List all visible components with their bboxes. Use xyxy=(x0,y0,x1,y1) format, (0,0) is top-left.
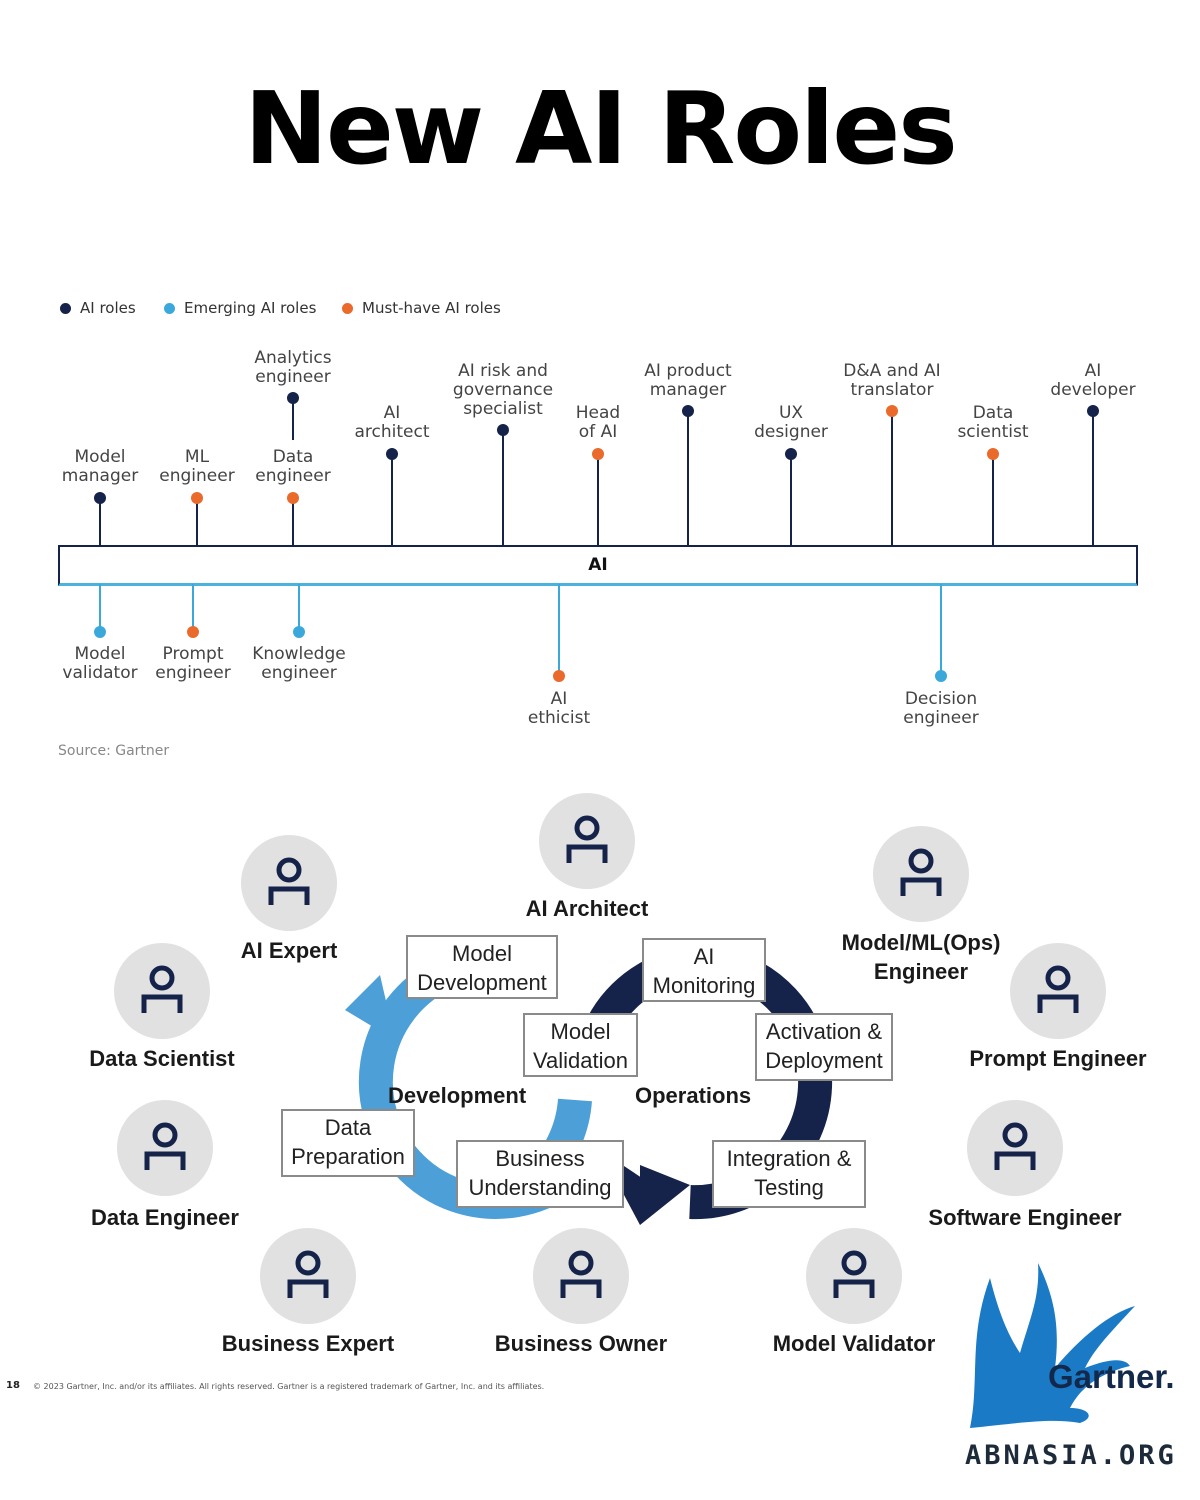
person-icon xyxy=(967,1100,1063,1196)
development-label: Development xyxy=(388,1083,527,1108)
gartner-griffin-logo-icon: Gartner. xyxy=(970,1263,1175,1428)
role-dot-icon xyxy=(987,448,999,460)
persona-label: Software Engineer xyxy=(928,1205,1122,1230)
person-icon xyxy=(806,1228,902,1324)
legend-label: Must-have AI roles xyxy=(362,299,501,317)
gartner-logo-text: Gartner. xyxy=(1048,1358,1175,1395)
step-data-preparation: Data Preparation xyxy=(281,1109,415,1177)
persona-label: AI Architect xyxy=(525,896,649,921)
role-dot-icon xyxy=(287,392,299,404)
role-dot-icon xyxy=(592,448,604,460)
role-data-scientist: Data scientist xyxy=(957,403,1029,442)
role-dot-icon xyxy=(287,492,299,504)
person-icon xyxy=(114,943,210,1039)
legend-label: Emerging AI roles xyxy=(184,299,317,317)
role-dot-icon xyxy=(935,670,947,682)
persona-label: Model/ML(Ops) Engineer xyxy=(841,930,1001,984)
source-note: Source: Gartner xyxy=(58,743,170,759)
ai-timeline-bar: AI xyxy=(58,545,1138,586)
person-icon xyxy=(260,1228,356,1324)
copyright-notice: © 2023 Gartner, Inc. and/or its affiliat… xyxy=(33,1382,545,1391)
operations-label: Operations xyxy=(635,1083,752,1108)
legend-ai-roles: AI roles xyxy=(60,299,136,317)
legend-label: AI roles xyxy=(80,299,136,317)
role-dot-icon xyxy=(386,448,398,460)
role-analytics-engineer: Analytics engineer xyxy=(254,348,332,387)
role-dot-icon xyxy=(682,405,694,417)
persona-label: Business Expert xyxy=(221,1331,395,1356)
page-number: 18 xyxy=(6,1380,20,1391)
role-knowledge-engineer: Knowledge engineer xyxy=(252,644,346,683)
role-ai-developer: AI developer xyxy=(1050,361,1136,400)
legend-must-have-roles: Must-have AI roles xyxy=(342,299,501,317)
role-dot-icon xyxy=(497,424,509,436)
person-icon xyxy=(241,835,337,931)
persona-label: Business Owner xyxy=(494,1331,668,1356)
role-dot-icon xyxy=(886,405,898,417)
role-model-manager: Model manager xyxy=(61,447,139,486)
role-dot-icon xyxy=(785,448,797,460)
role-head-of-ai: Head of AI xyxy=(575,403,621,442)
step-model-development: Model Development xyxy=(406,935,558,999)
role-dot-icon xyxy=(191,492,203,504)
role-dot-icon xyxy=(94,626,106,638)
role-dot-icon xyxy=(187,626,199,638)
step-integration-testing: Integration & Testing xyxy=(712,1140,866,1208)
persona-label: AI Expert xyxy=(240,938,338,963)
person-icon xyxy=(873,826,969,922)
role-ai-risk-specialist: AI risk and governance specialist xyxy=(452,361,554,419)
role-ai-ethicist: AI ethicist xyxy=(527,689,591,728)
legend-dot-icon xyxy=(164,303,175,314)
role-dot-icon xyxy=(94,492,106,504)
persona-label: Model Validator xyxy=(772,1331,936,1356)
role-model-validator: Model validator xyxy=(62,644,138,683)
page-title: New AI Roles xyxy=(244,70,957,187)
role-dot-icon xyxy=(1087,405,1099,417)
legend-emerging-roles: Emerging AI roles xyxy=(164,299,316,317)
role-ml-engineer: ML engineer xyxy=(159,447,235,486)
persona-label: Data Engineer xyxy=(91,1205,239,1230)
persona-label: Data Scientist xyxy=(89,1046,235,1071)
step-ai-monitoring: AI Monitoring xyxy=(642,938,766,1002)
role-ux-designer: UX designer xyxy=(754,403,828,442)
site-name: ABNASIA.ORG xyxy=(965,1440,1177,1471)
step-activation-deployment: Activation & Deployment xyxy=(755,1013,893,1081)
role-da-ai-translator: D&A and AI translator xyxy=(843,361,941,400)
role-decision-engineer: Decision engineer xyxy=(903,689,979,728)
legend-dot-icon xyxy=(60,303,71,314)
person-icon xyxy=(539,793,635,889)
person-icon xyxy=(1010,943,1106,1039)
role-dot-icon xyxy=(293,626,305,638)
persona-label: Prompt Engineer xyxy=(969,1046,1147,1071)
role-ai-product-manager: AI product manager xyxy=(644,361,732,400)
role-data-engineer: Data engineer xyxy=(255,447,331,486)
step-model-validation: Model Validation xyxy=(523,1013,638,1077)
person-icon xyxy=(533,1228,629,1324)
role-prompt-engineer: Prompt engineer xyxy=(155,644,231,683)
step-business-understanding: Business Understanding xyxy=(456,1140,624,1208)
legend-dot-icon xyxy=(342,303,353,314)
person-icon xyxy=(117,1100,213,1196)
role-dot-icon xyxy=(553,670,565,682)
role-ai-architect: AI architect xyxy=(354,403,430,442)
